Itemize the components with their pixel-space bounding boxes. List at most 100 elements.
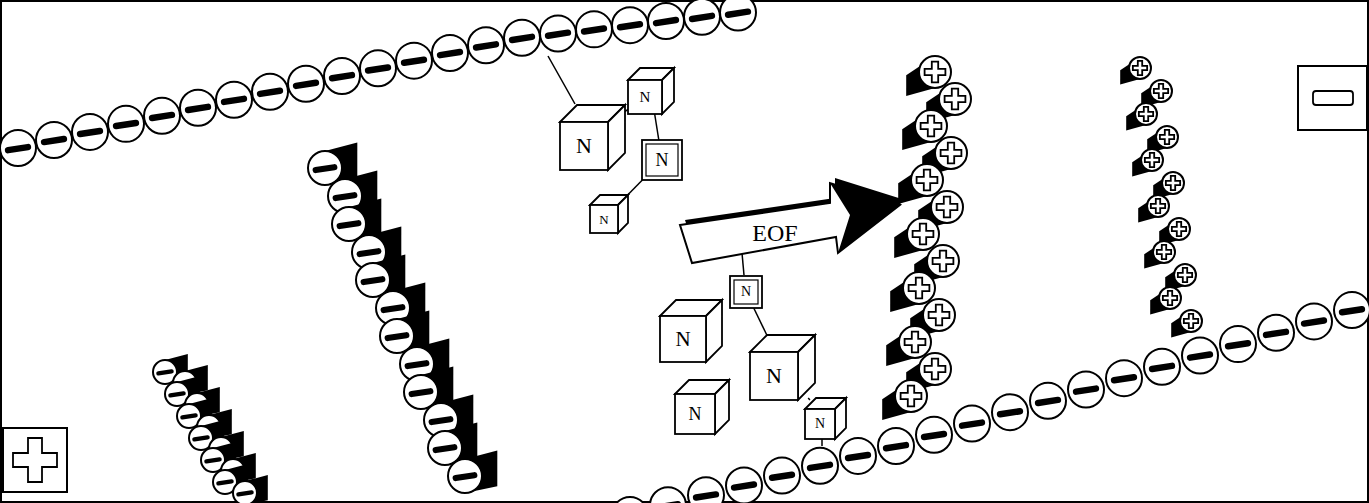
cube-front [805, 409, 835, 439]
cube-side [715, 380, 729, 434]
minus-sign [218, 481, 231, 483]
charge-circle [899, 326, 931, 358]
charge-circle [233, 481, 257, 503]
plus-sign [945, 89, 966, 110]
minus-sign [512, 37, 532, 40]
cube-front [628, 80, 662, 114]
block-outline [628, 68, 674, 114]
cube-side [798, 335, 815, 400]
charge-circle [648, 3, 684, 39]
negative-charge [726, 467, 762, 503]
charge-circle [308, 151, 342, 185]
charge-circle [1030, 383, 1066, 419]
block-outline [590, 195, 628, 233]
minus-sign [296, 83, 316, 86]
minus-sign [260, 91, 280, 94]
plus-sign [909, 278, 930, 299]
negative-charge [1106, 360, 1142, 396]
minus-sign [182, 415, 195, 417]
charge-circle [1296, 303, 1332, 339]
plus-sign [905, 332, 926, 353]
minus-sign [476, 44, 496, 47]
plus-sign [937, 197, 958, 218]
charge-circle [726, 467, 762, 503]
minus-sign [1152, 366, 1172, 369]
minus-sign [206, 459, 219, 461]
minus-sign [1228, 343, 1248, 346]
molecule-block: N [805, 398, 846, 439]
chain-bond [655, 114, 659, 140]
charge-circle [1182, 337, 1218, 373]
minus-sign [924, 434, 944, 437]
negative-charge [360, 50, 396, 86]
minus-sign [158, 371, 171, 373]
minus-sign [8, 147, 28, 150]
minus-sign [188, 107, 208, 110]
charge-circle [1141, 149, 1163, 171]
charge-circle [1135, 103, 1157, 125]
minus-sign [404, 60, 424, 63]
charge-circle [428, 431, 462, 465]
block-outline [805, 398, 846, 439]
minus-sign [368, 67, 388, 70]
positive-charge [1144, 241, 1175, 269]
minus-sign [384, 307, 403, 310]
chain-bond [808, 398, 810, 400]
charge-circle [1147, 195, 1169, 217]
charge-circle [0, 130, 36, 166]
plus-sign [941, 143, 962, 164]
block-outline [660, 300, 722, 362]
charge-circle [288, 66, 324, 102]
plus-sign [929, 305, 950, 326]
charge-circle [504, 20, 540, 56]
minus-sign [238, 492, 251, 494]
charge-circle [931, 191, 963, 223]
negative-charge [1334, 292, 1369, 328]
charge-circle [1334, 292, 1369, 328]
plus-sign [1163, 291, 1177, 305]
negative-charge [468, 27, 504, 63]
plus-sign [1157, 245, 1171, 259]
charge-circle [1174, 264, 1196, 286]
negative-charge [688, 477, 724, 503]
charge-circle [1068, 371, 1104, 407]
minus-sign [456, 475, 475, 478]
positive-charge [1126, 103, 1157, 131]
positive-charge [1132, 149, 1163, 177]
minus-sign [388, 335, 407, 338]
cube-side [618, 195, 628, 233]
charge-circle [903, 272, 935, 304]
charge-circle [688, 477, 724, 503]
charge-circle [764, 458, 800, 494]
plus-sign [1172, 222, 1186, 236]
charge-circle [1156, 126, 1178, 148]
minus-sign [80, 131, 100, 134]
negative-charge [108, 106, 144, 142]
negative-charge [1296, 303, 1332, 339]
flow-label: EOF [752, 221, 797, 245]
plus-sign [1178, 268, 1192, 282]
minus-sign [548, 33, 568, 36]
molecule-block: N [750, 335, 815, 400]
negative-charge [36, 122, 72, 158]
negative-charge [878, 428, 914, 464]
chain-bond [628, 180, 643, 195]
minus-sign [436, 447, 455, 450]
molecule-block: N [628, 68, 674, 114]
atom-label: N [815, 417, 825, 431]
atom-label: N [766, 365, 782, 387]
atom-label: N [640, 90, 651, 105]
charge-circle [324, 58, 360, 94]
charge-circle [1150, 80, 1172, 102]
charge-circle [1129, 57, 1151, 79]
negative-charge [612, 497, 648, 503]
cube-front [660, 316, 706, 362]
negative-charge [612, 7, 648, 43]
charge-circle [916, 417, 952, 453]
plus-sign [13, 438, 57, 482]
anode-electrode [3, 428, 67, 492]
charge-circle [360, 50, 396, 86]
negative-charge [432, 35, 468, 71]
minus-sign [584, 28, 604, 31]
negative-charge [576, 11, 612, 47]
